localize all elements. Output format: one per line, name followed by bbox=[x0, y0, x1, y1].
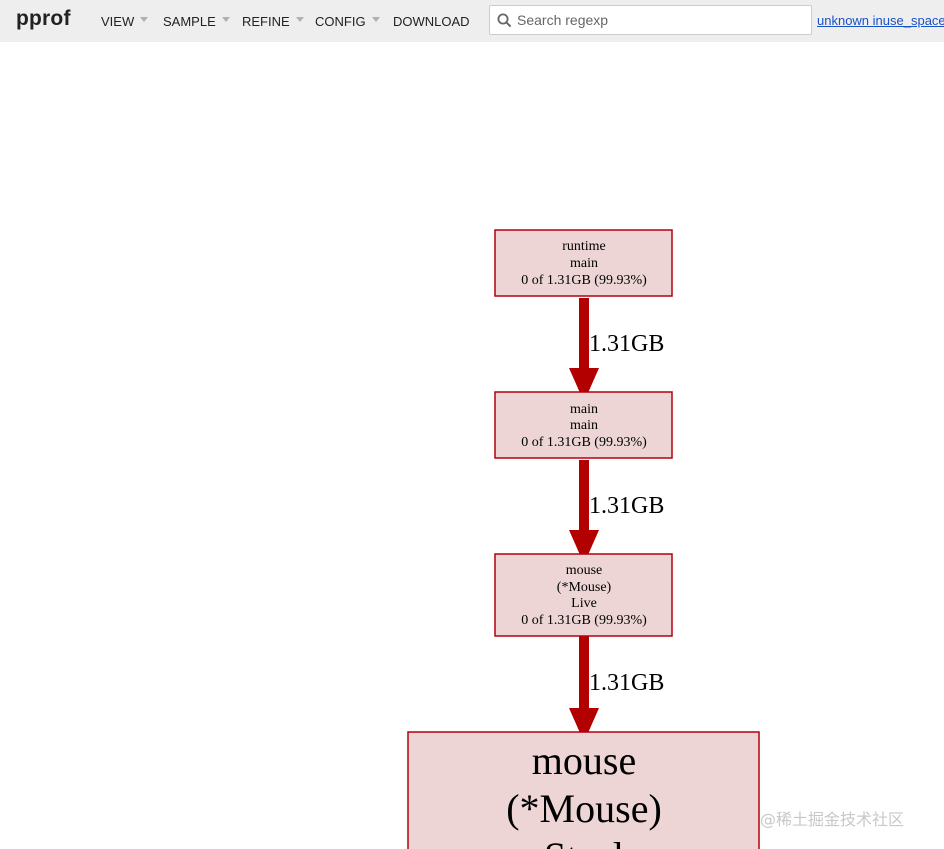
search-box bbox=[489, 5, 812, 35]
node-value: 0 of 1.31GB (99.93%) bbox=[521, 435, 647, 450]
menu-view[interactable]: VIEW bbox=[101, 0, 149, 42]
node-function: Steal bbox=[544, 834, 624, 849]
node-package: runtime bbox=[562, 239, 606, 254]
menu-view-label: VIEW bbox=[101, 13, 135, 29]
menu-sample-label: SAMPLE bbox=[163, 13, 216, 29]
node-function: main bbox=[570, 418, 598, 433]
menu-config-label: CONFIG bbox=[315, 13, 366, 29]
edge-label: 1.31GB bbox=[589, 331, 664, 357]
call-graph: 1.31GB 1.31GB 1.31GB runtime main 0 of 1… bbox=[407, 229, 760, 849]
node-package: mouse bbox=[532, 738, 636, 783]
menu-config[interactable]: CONFIG bbox=[315, 0, 380, 42]
graph-node-main-main[interactable]: main main 0 of 1.31GB (99.93%) bbox=[494, 391, 673, 459]
node-package: main bbox=[570, 402, 598, 417]
top-toolbar: pprof VIEW SAMPLE REFINE CONFIG DOWNLOAD… bbox=[0, 0, 944, 42]
edge-arrowhead bbox=[569, 368, 599, 402]
node-value: 0 of 1.31GB (99.93%) bbox=[521, 613, 647, 628]
graph-edge-runtime-main-to-main-main[interactable]: 1.31GB bbox=[569, 298, 664, 402]
node-package: mouse bbox=[566, 563, 603, 578]
search-input[interactable] bbox=[517, 7, 807, 33]
menu-refine-label: REFINE bbox=[242, 13, 290, 29]
graph-node-runtime-main[interactable]: runtime main 0 of 1.31GB (99.93%) bbox=[494, 229, 673, 297]
caret-down-icon bbox=[140, 17, 149, 22]
graph-edge-main-main-to-mouse-live[interactable]: 1.31GB bbox=[569, 460, 664, 564]
search-icon bbox=[497, 13, 512, 28]
menu-download[interactable]: DOWNLOAD bbox=[393, 0, 470, 42]
edge-label: 1.31GB bbox=[589, 493, 664, 519]
node-type: (*Mouse) bbox=[557, 580, 612, 595]
menu-refine[interactable]: REFINE bbox=[242, 0, 304, 42]
menu-sample[interactable]: SAMPLE bbox=[163, 0, 230, 42]
edge-label: 1.31GB bbox=[589, 670, 664, 696]
edge-arrowhead bbox=[569, 530, 599, 564]
node-box bbox=[494, 391, 673, 459]
caret-down-icon bbox=[295, 17, 304, 22]
edge-arrowhead bbox=[569, 708, 599, 742]
node-function: main bbox=[570, 256, 598, 271]
node-type: (*Mouse) bbox=[506, 786, 662, 831]
node-value: 0 of 1.31GB (99.93%) bbox=[521, 273, 647, 288]
caret-down-icon bbox=[371, 17, 380, 22]
graph-node-mouse-live[interactable]: mouse (*Mouse) Live 0 of 1.31GB (99.93%) bbox=[494, 553, 673, 637]
menu-download-label: DOWNLOAD bbox=[393, 13, 470, 29]
node-box bbox=[494, 229, 673, 297]
node-function: Live bbox=[571, 596, 597, 611]
profile-name-link[interactable]: unknown inuse_space bbox=[817, 13, 944, 28]
watermark: @稀土掘金技术社区 bbox=[760, 810, 905, 829]
graph-node-mouse-steal[interactable]: mouse (*Mouse) Steal bbox=[407, 731, 760, 849]
node-box bbox=[494, 553, 673, 637]
node-box bbox=[407, 731, 760, 849]
caret-down-icon bbox=[221, 17, 230, 22]
pprof-logo[interactable]: pprof bbox=[16, 7, 71, 30]
graph-edge-mouse-live-to-mouse-steal[interactable]: 1.31GB bbox=[569, 636, 664, 742]
